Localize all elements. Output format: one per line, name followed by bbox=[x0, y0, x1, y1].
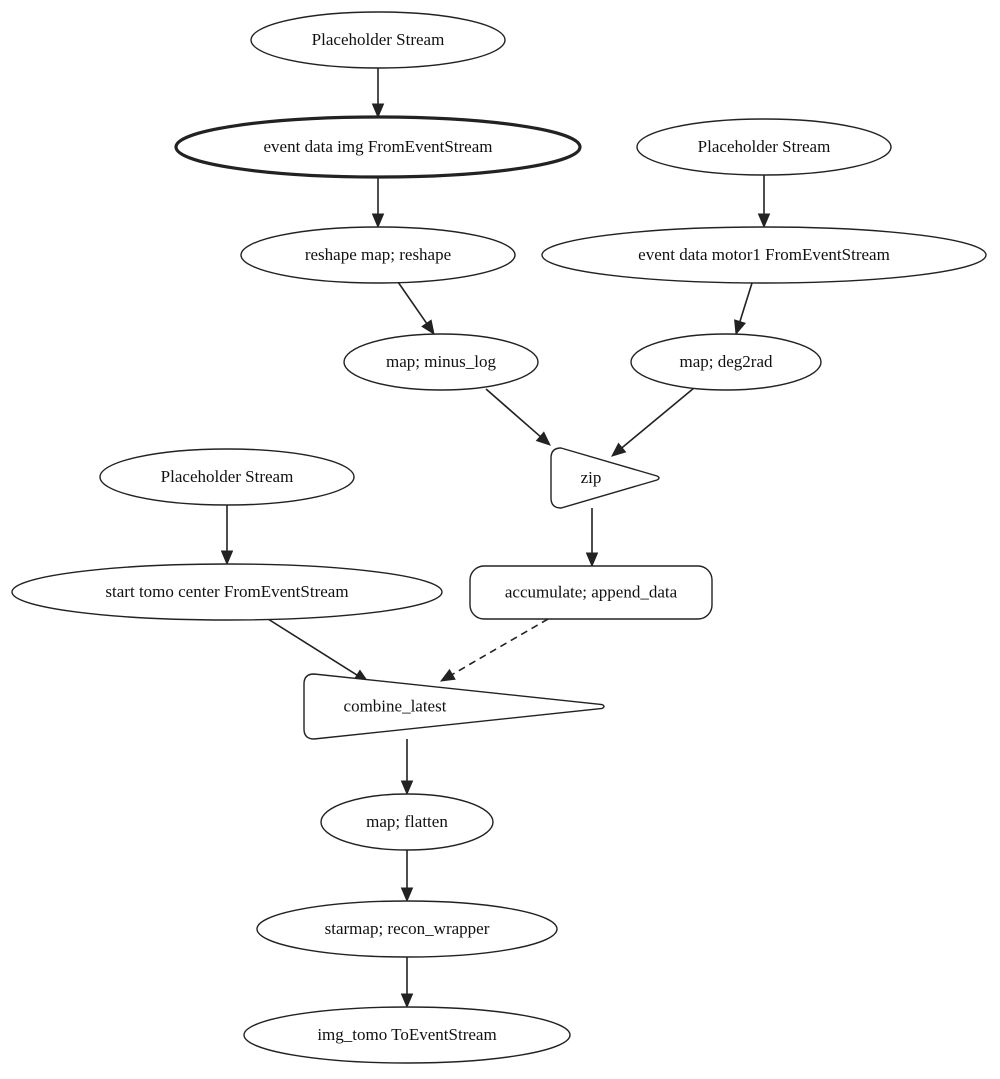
node-minuslog: map; minus_log bbox=[343, 333, 539, 391]
node-accum: accumulate; append_data bbox=[469, 565, 713, 620]
edges-layer bbox=[220, 68, 771, 1009]
node-ellipse bbox=[243, 1006, 571, 1064]
node-label: Placeholder Stream bbox=[161, 467, 294, 486]
node-label: combine_latest bbox=[344, 696, 447, 715]
edge-recon-to-out bbox=[400, 957, 414, 1009]
edge-reshape-to-minuslog bbox=[397, 281, 435, 336]
edge-combine-to-flatten bbox=[400, 739, 414, 796]
node-reshape: reshape map; reshape bbox=[240, 226, 516, 284]
edge-line bbox=[267, 618, 358, 676]
node-label: map; minus_log bbox=[386, 352, 497, 371]
edge-arrowhead bbox=[400, 993, 414, 1009]
edge-img-to-reshape bbox=[371, 177, 385, 229]
node-label: starmap; recon_wrapper bbox=[325, 919, 490, 938]
node-ellipse bbox=[320, 793, 494, 851]
edge-arrowhead bbox=[439, 668, 456, 682]
edge-arrowhead bbox=[400, 780, 414, 796]
node-ellipse bbox=[240, 226, 516, 284]
node-ph2: Placeholder Stream bbox=[636, 118, 892, 176]
node-zip: zip bbox=[550, 447, 660, 509]
edge-arrowhead bbox=[535, 431, 551, 446]
node-label: map; deg2rad bbox=[680, 352, 773, 371]
edge-ph1-to-img bbox=[371, 68, 385, 119]
edge-line bbox=[621, 387, 695, 449]
node-ph3: Placeholder Stream bbox=[99, 448, 355, 506]
node-motor: event data motor1 FromEventStream bbox=[541, 226, 987, 284]
node-deg2rad: map; deg2rad bbox=[630, 333, 822, 391]
edge-arrowhead bbox=[371, 213, 385, 229]
edge-deg2rad-to-zip bbox=[611, 387, 695, 457]
edge-arrowhead bbox=[585, 552, 599, 568]
node-label: Placeholder Stream bbox=[312, 30, 445, 49]
edge-flatten-to-recon bbox=[400, 850, 414, 903]
edge-arrowhead bbox=[371, 103, 385, 119]
node-tomo: start tomo center FromEventStream bbox=[11, 563, 443, 621]
node-out: img_tomo ToEventStream bbox=[243, 1006, 571, 1064]
node-ellipse bbox=[256, 900, 558, 958]
node-img: event data img FromEventStream bbox=[174, 115, 582, 179]
edge-arrowhead bbox=[611, 442, 627, 457]
node-ellipse bbox=[636, 118, 892, 176]
edge-accum-to-combine bbox=[439, 618, 549, 682]
node-ellipse bbox=[174, 115, 582, 179]
node-label: accumulate; append_data bbox=[505, 582, 678, 601]
edge-line bbox=[397, 281, 428, 324]
node-label: map; flatten bbox=[366, 812, 448, 831]
node-ellipse bbox=[541, 226, 987, 284]
edge-line bbox=[451, 618, 549, 676]
node-triangle bbox=[303, 673, 605, 740]
node-triangle bbox=[550, 447, 660, 509]
edge-minuslog-to-zip bbox=[485, 388, 551, 446]
edge-arrowhead bbox=[757, 213, 771, 229]
node-flatten: map; flatten bbox=[320, 793, 494, 851]
edge-zip-to-accum bbox=[585, 508, 599, 568]
node-ellipse bbox=[11, 563, 443, 621]
edge-line bbox=[739, 282, 753, 322]
node-recon: starmap; recon_wrapper bbox=[256, 900, 558, 958]
edge-arrowhead bbox=[734, 319, 747, 336]
node-rounded-rect bbox=[469, 565, 713, 620]
edge-arrowhead bbox=[400, 887, 414, 903]
node-ellipse bbox=[250, 11, 506, 69]
edge-arrowhead bbox=[220, 550, 234, 566]
node-label: zip bbox=[581, 468, 602, 487]
edge-motor-to-deg2rad bbox=[734, 282, 753, 336]
edge-tomo-to-combine bbox=[267, 618, 370, 683]
node-combine: combine_latest bbox=[303, 673, 605, 740]
nodes-layer: Placeholder Stream event data img FromEve… bbox=[11, 11, 987, 1064]
node-label: reshape map; reshape bbox=[305, 245, 451, 264]
node-ellipse bbox=[630, 333, 822, 391]
edge-ph2-to-motor bbox=[757, 175, 771, 229]
node-ph1: Placeholder Stream bbox=[250, 11, 506, 69]
node-label: Placeholder Stream bbox=[698, 137, 831, 156]
node-ellipse bbox=[99, 448, 355, 506]
node-label: img_tomo ToEventStream bbox=[317, 1025, 496, 1044]
node-label: start tomo center FromEventStream bbox=[105, 582, 348, 601]
edge-ph3-to-tomo bbox=[220, 505, 234, 566]
node-label: event data motor1 FromEventStream bbox=[638, 245, 890, 264]
edge-arrowhead bbox=[421, 319, 435, 336]
node-ellipse bbox=[343, 333, 539, 391]
node-label: event data img FromEventStream bbox=[264, 137, 493, 156]
edge-line bbox=[485, 388, 541, 438]
